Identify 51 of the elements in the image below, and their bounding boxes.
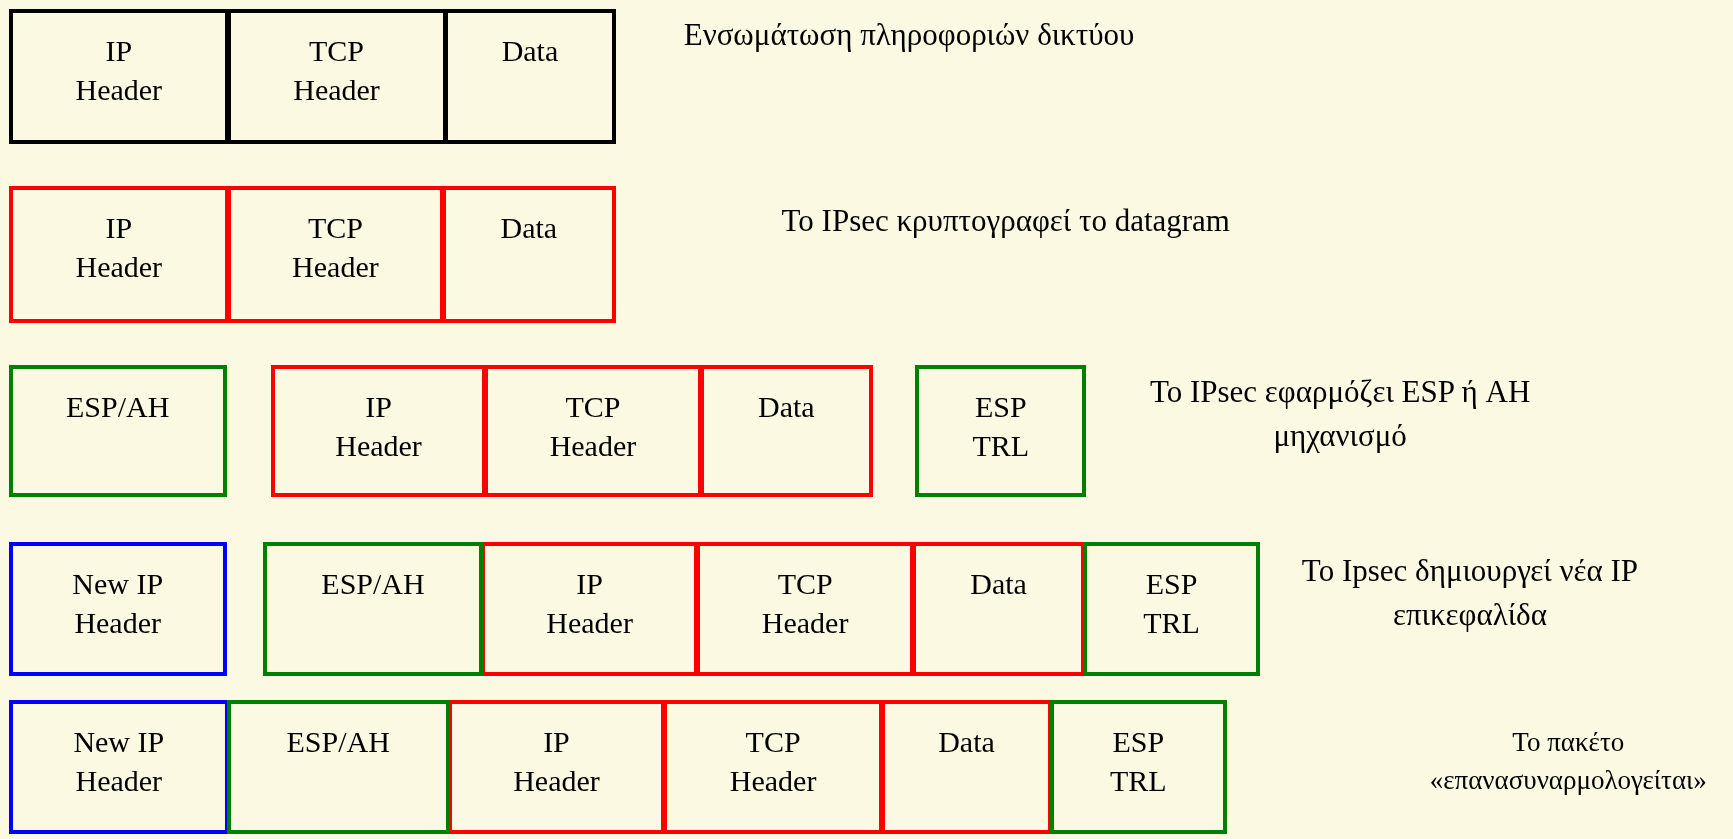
field-label: Data bbox=[970, 565, 1027, 602]
step-description: Το Ipsec δημιουργεί νέα IP επικεφαλίδα bbox=[1300, 552, 1640, 634]
field-label: TCP Header bbox=[291, 209, 380, 285]
field-label: New IP Header bbox=[71, 565, 165, 641]
field-label: IP Header bbox=[74, 209, 164, 285]
packet-field-box bbox=[444, 8, 616, 144]
packet-field-box bbox=[8, 364, 227, 498]
field-label: TCP Header bbox=[728, 723, 818, 799]
field-label: ESP TRL bbox=[1109, 723, 1168, 799]
packet-field-box bbox=[270, 364, 487, 498]
field-label: ESP/AH bbox=[66, 388, 170, 425]
field-label: IP Header bbox=[512, 723, 601, 799]
packet-field-box bbox=[226, 185, 445, 323]
step-description: Το IPsec κρυπτογραφεί το datagram bbox=[780, 201, 1231, 240]
field-label: Data bbox=[501, 32, 559, 69]
packet-field-box bbox=[911, 541, 1086, 677]
step-description: Το IPsec εφαρμόζει ESP ή AH μηχανισμό bbox=[1148, 373, 1532, 455]
packet-field-box bbox=[8, 185, 229, 323]
packet-field-box bbox=[8, 8, 229, 144]
field-label: TCP Header bbox=[760, 565, 850, 641]
packet-field-box bbox=[915, 364, 1087, 498]
field-label: ESP TRL bbox=[1142, 565, 1201, 641]
packet-field-box bbox=[663, 699, 884, 835]
field-label: ESP/AH bbox=[286, 723, 390, 760]
packet-field-box bbox=[484, 364, 702, 498]
packet-field-box bbox=[263, 541, 483, 677]
field-label: New IP Header bbox=[72, 723, 166, 799]
field-label: TCP Header bbox=[548, 388, 638, 464]
packet-field-box bbox=[696, 541, 914, 677]
field-label: TCP Header bbox=[292, 32, 381, 108]
packet-field-box bbox=[480, 541, 699, 677]
packet-field-box bbox=[1049, 699, 1227, 835]
packet-field-box bbox=[1083, 541, 1260, 677]
field-label: IP Header bbox=[334, 388, 423, 464]
packet-field-box bbox=[699, 364, 874, 498]
field-label: ESP/AH bbox=[321, 565, 425, 602]
field-label: Data bbox=[758, 388, 815, 425]
field-label: ESP TRL bbox=[971, 388, 1031, 464]
packet-field-box bbox=[8, 699, 229, 835]
packet-field-box bbox=[880, 699, 1053, 835]
packet-field-box bbox=[447, 699, 666, 835]
step-description: Ενσωμάτωση πληροφοριών δικτύου bbox=[682, 16, 1136, 55]
step-description: Το πακέτο «επανασυναρμολογείται» bbox=[1428, 725, 1708, 797]
field-label: IP Header bbox=[74, 32, 164, 108]
packet-field-box bbox=[226, 699, 450, 835]
packet-field-box bbox=[226, 8, 447, 144]
packet-field-box bbox=[8, 541, 227, 677]
field-label: Data bbox=[500, 209, 558, 246]
packet-field-box bbox=[442, 185, 616, 323]
field-label: Data bbox=[938, 723, 995, 760]
field-label: IP Header bbox=[545, 565, 634, 641]
